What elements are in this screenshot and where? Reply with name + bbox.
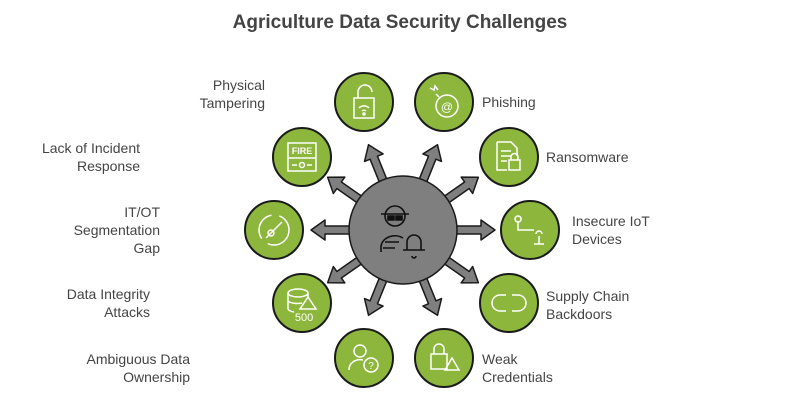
challenge-node [414,328,474,388]
challenge-node: ? [334,328,394,388]
challenge-label: Physical Tampering [199,77,265,111]
diagram-title: Agriculture Data Security Challenges [232,12,568,33]
lock-warning-icon [430,343,461,371]
challenge-label: Lack of Incident Response [41,140,140,174]
challenge-label: Insecure IoT Devices [572,213,650,247]
svg-text:?: ? [368,361,374,372]
broken-link-icon [491,294,527,312]
challenge-label: Phishing [482,94,536,110]
network-gap-icon [258,214,290,246]
svg-text:FIRE: FIRE [292,146,313,156]
challenge-node [334,72,394,132]
challenge-node [244,200,304,260]
unlocked-wifi-lock-icon [353,84,375,119]
iot-antenna-icon [514,215,544,245]
svg-text:@: @ [441,100,453,114]
challenge-label: Ransomware [546,149,629,165]
challenge-node: 500 [272,273,332,333]
challenge-node: FIRE [272,127,332,187]
svg-text:500: 500 [295,312,313,324]
email-bomb-icon: @ [429,84,459,118]
challenge-node: @ [414,72,474,132]
challenge-node [479,273,539,333]
hub-circle [348,175,458,285]
challenge-label: Supply Chain Backdoors [546,288,630,322]
challenge-node [500,200,560,260]
challenge-node [479,127,539,187]
challenge-label: Data Integrity Attacks [66,286,150,320]
fire-alarm-icon: FIRE [287,142,317,172]
hacker-bell-icon [380,205,425,259]
challenge-label: IT/OT Segmentation Gap [73,204,160,256]
document-lock-icon [496,141,521,171]
user-question-icon: ? [348,344,379,373]
challenge-label: Ambiguous Data Ownership [86,351,190,385]
challenge-label: Weak Credentials [482,351,553,385]
database-warning-icon: 500 [287,288,318,324]
